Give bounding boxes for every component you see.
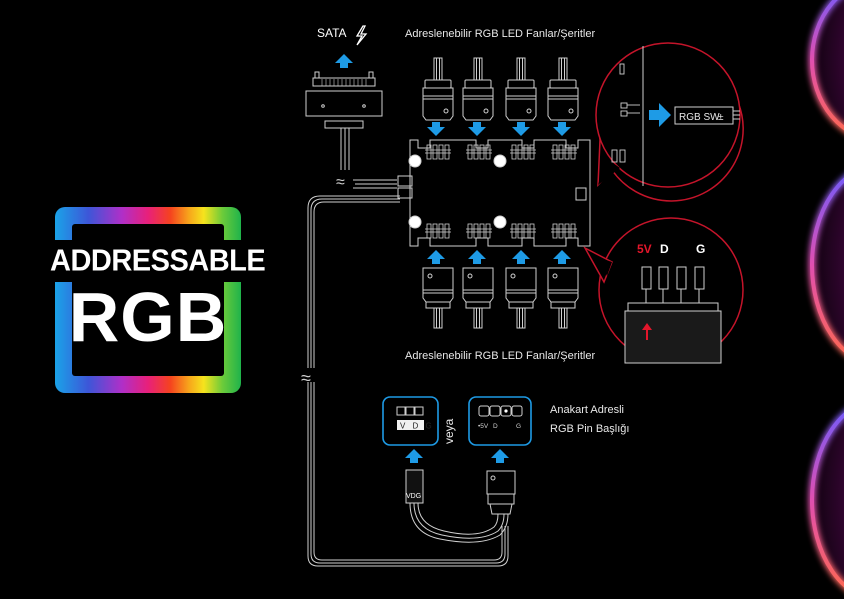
header-3pin-box: V D G xyxy=(382,396,439,446)
argb-logo-line1: ADDRESSABLE xyxy=(50,244,266,278)
header-4pin-label-g: G xyxy=(516,423,521,430)
header-4pin-label-5v: •5V xyxy=(478,423,489,430)
callout-rgb-switch: RGB SW ± xyxy=(595,42,744,202)
argb-4pin-connector xyxy=(409,470,516,543)
sata-label: SATA xyxy=(317,26,347,40)
arrow-down-icon xyxy=(553,122,571,136)
fan-ring-1 xyxy=(808,0,844,133)
red-arrow-up-icon xyxy=(642,323,652,340)
arrow-up-icon xyxy=(491,449,509,463)
top-fans-label: Adreslenebilir RGB LED Fanlar/Şeritler xyxy=(405,28,595,40)
bottom-arrows xyxy=(427,250,571,264)
lightning-bolt-icon xyxy=(355,25,368,46)
arrow-up-icon xyxy=(512,250,530,264)
fan-ring-2 xyxy=(808,175,844,355)
pin-5v-label: 5V xyxy=(637,242,652,256)
rgb-sw-symbol: ± xyxy=(718,112,724,123)
header-4pin-box: •5V D G xyxy=(468,396,532,446)
argb-hub-board xyxy=(397,139,591,247)
header-3pin-label: V D G xyxy=(400,422,434,431)
arrow-down-icon xyxy=(427,122,445,136)
sata-arrow-up-icon xyxy=(335,54,353,68)
connector-vdg-label: VDG xyxy=(406,493,421,500)
motherboard-label-line1: Anakart Adresli xyxy=(550,404,624,416)
pin-d-label: D xyxy=(660,242,669,256)
arrow-down-icon xyxy=(512,122,530,136)
sata-cable xyxy=(353,179,397,189)
cable-break-symbol-top: ≈ xyxy=(336,174,345,191)
bottom-fans-label: Adreslenebilir RGB LED Fanlar/Şeritler xyxy=(405,350,595,362)
cable-break-symbol: ≈ xyxy=(301,368,311,388)
fan-ring-decoration xyxy=(808,0,844,590)
pin-g-label: G xyxy=(696,242,705,256)
arrow-up-icon xyxy=(427,250,445,264)
arrow-up-icon xyxy=(553,250,571,264)
callout-pinout: 5V D G xyxy=(583,217,744,364)
rgb-sw-label: RGB SW xyxy=(679,112,720,123)
arrow-right-icon xyxy=(649,103,671,127)
argb-logo-line2: RGB xyxy=(68,278,228,356)
or-label: veya xyxy=(442,418,456,444)
top-fan-connectors xyxy=(422,57,579,121)
arrow-up-icon xyxy=(468,250,486,264)
main-cable xyxy=(307,195,509,567)
header-4pin-label-d: D xyxy=(493,423,498,430)
bottom-fan-connectors xyxy=(422,267,579,329)
top-arrows xyxy=(427,122,571,136)
motherboard-label-line2: RGB Pin Başlığı xyxy=(550,423,629,435)
arrow-up-icon xyxy=(405,449,423,463)
argb-logo-band xyxy=(50,240,246,282)
sata-connector xyxy=(305,71,383,170)
fan-ring-3 xyxy=(808,410,844,590)
arrow-down-icon xyxy=(468,122,486,136)
